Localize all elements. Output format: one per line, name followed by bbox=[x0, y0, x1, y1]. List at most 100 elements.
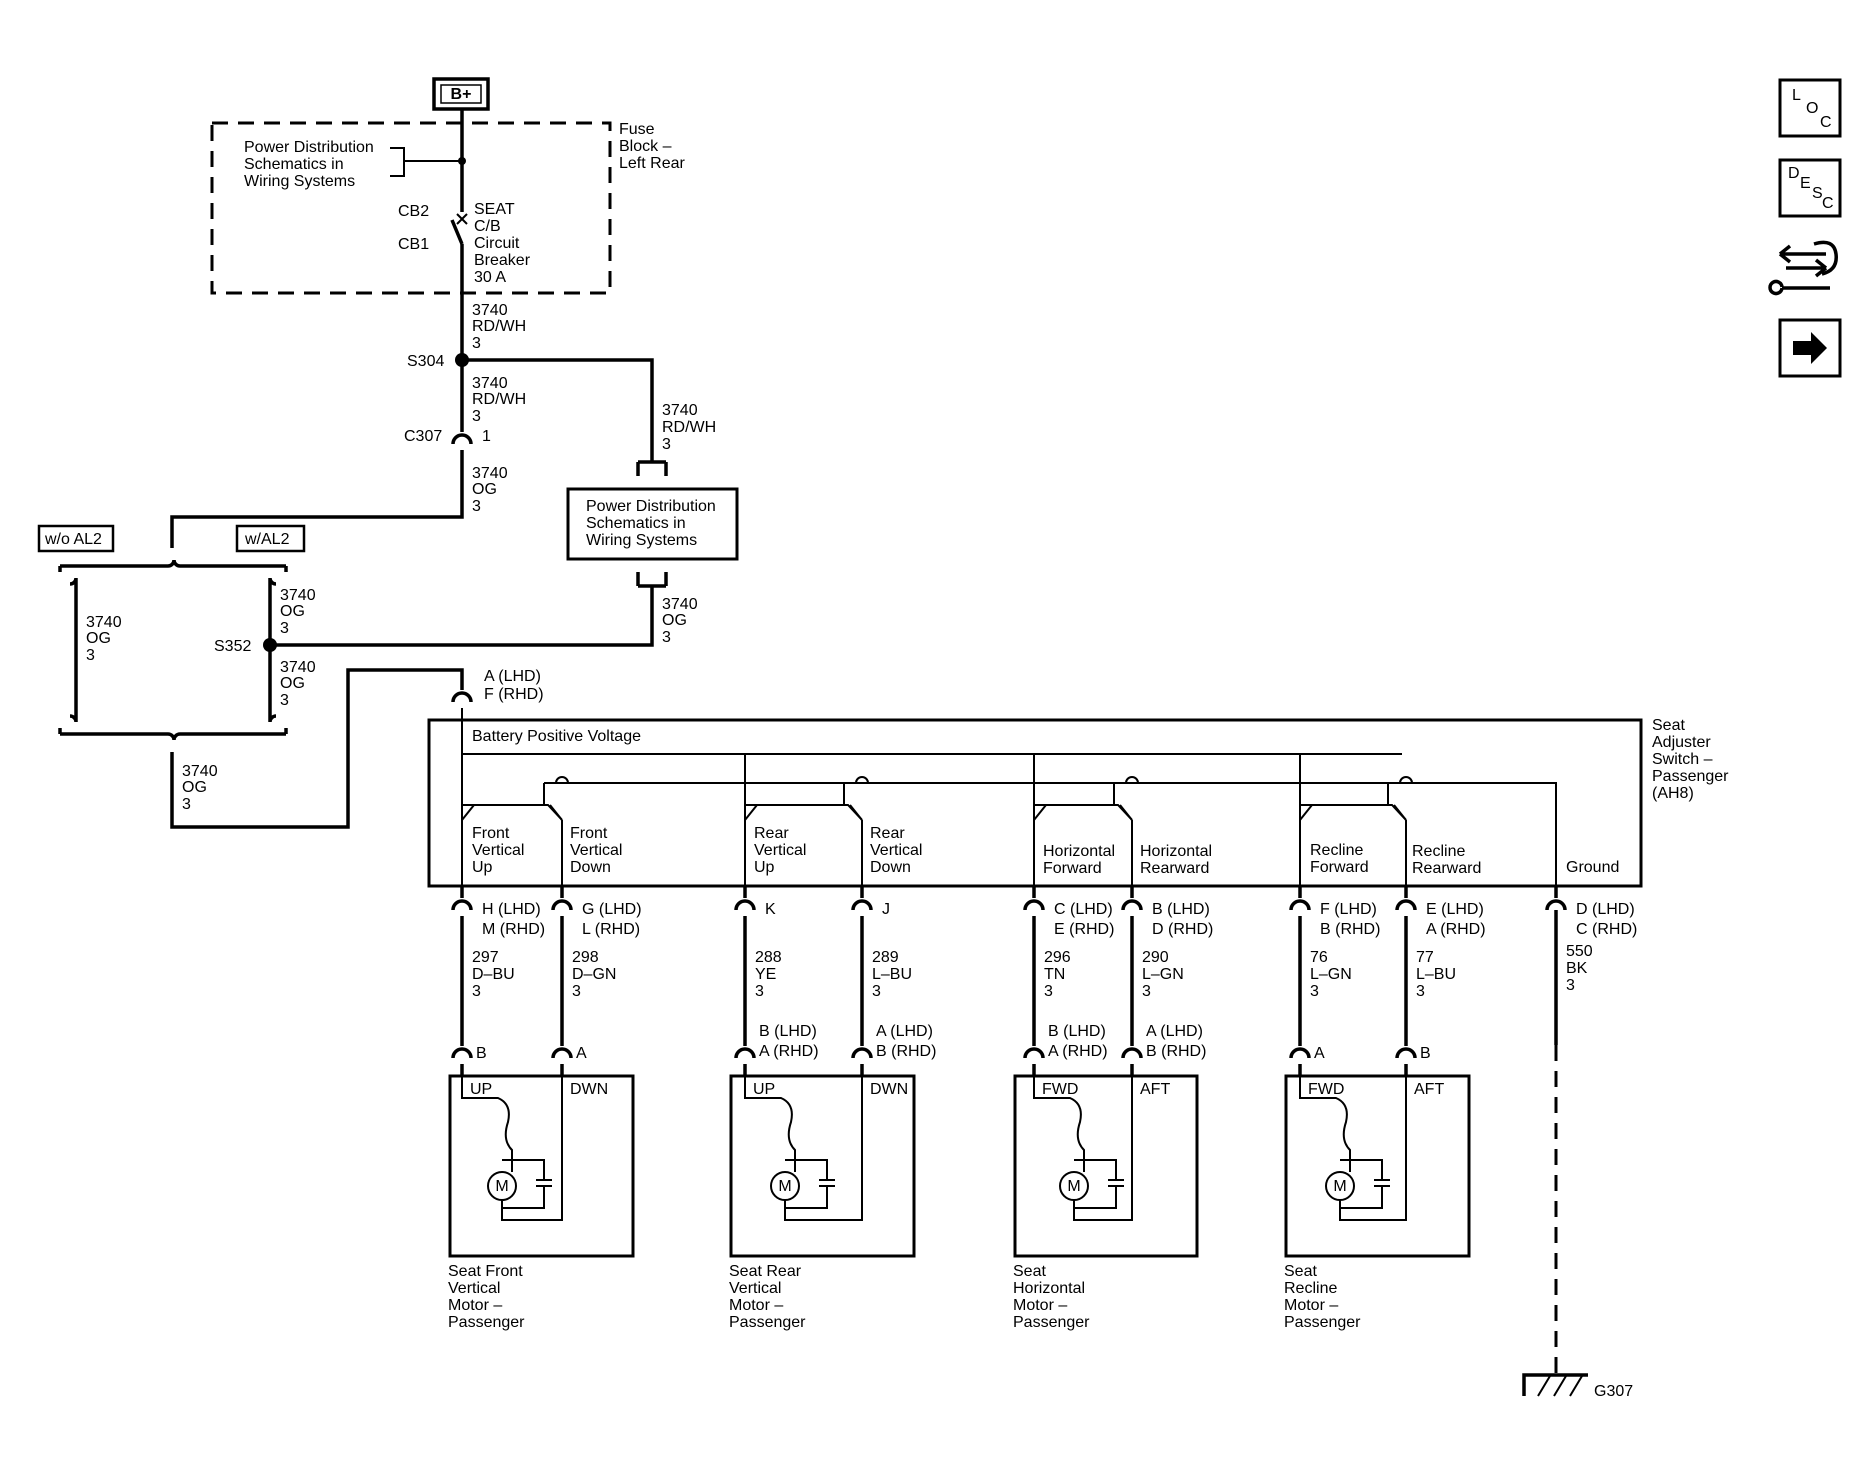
svg-text:Vertical: Vertical bbox=[570, 842, 622, 859]
svg-text:TN: TN bbox=[1044, 966, 1065, 983]
svg-text:3: 3 bbox=[472, 335, 481, 352]
svg-text:A: A bbox=[1314, 1045, 1325, 1062]
connector-tool-icon[interactable] bbox=[1768, 240, 1838, 296]
svg-text:Rearward: Rearward bbox=[1140, 860, 1209, 877]
svg-text:C (RHD): C (RHD) bbox=[1576, 921, 1637, 938]
svg-text:B (LHD): B (LHD) bbox=[1152, 901, 1210, 918]
motor-pin-1: B bbox=[451, 1045, 487, 1076]
description-button[interactable]: D E S C bbox=[1778, 158, 1842, 218]
svg-text:M: M bbox=[1333, 1178, 1346, 1195]
svg-text:Horizontal: Horizontal bbox=[1043, 843, 1115, 860]
switch-contact-pair-1 bbox=[461, 754, 569, 886]
svg-text:Horizontal: Horizontal bbox=[1013, 1280, 1085, 1297]
svg-text:F (LHD): F (LHD) bbox=[1320, 901, 1377, 918]
option-w-al2: w/AL2 bbox=[244, 531, 290, 548]
motor-pin-6: A (LHD)B (RHD) bbox=[1121, 1023, 1206, 1076]
svg-text:Passenger: Passenger bbox=[448, 1314, 525, 1331]
svg-text:Ground: Ground bbox=[1566, 859, 1619, 876]
svg-text:296: 296 bbox=[1044, 949, 1071, 966]
svg-text:A (RHD): A (RHD) bbox=[759, 1043, 819, 1060]
svg-text:3740: 3740 bbox=[86, 614, 122, 631]
svg-text:297: 297 bbox=[472, 949, 499, 966]
switch-output-pin-6: B (LHD)D (RHD) bbox=[1121, 886, 1213, 938]
pd-schematics-box[interactable] bbox=[566, 487, 739, 561]
svg-text:C/B: C/B bbox=[474, 218, 501, 235]
svg-text:Forward: Forward bbox=[1043, 860, 1102, 877]
splice-s352-label: S352 bbox=[214, 638, 251, 655]
switch-output-pin-5: C (LHD)E (RHD) bbox=[1023, 886, 1114, 938]
connector-c307-pin: 1 bbox=[482, 428, 491, 445]
motor-icon: M bbox=[1325, 1171, 1355, 1201]
svg-text:Horizontal: Horizontal bbox=[1140, 843, 1212, 860]
svg-text:A (LHD): A (LHD) bbox=[876, 1023, 933, 1040]
svg-text:Recline: Recline bbox=[1310, 842, 1363, 859]
svg-text:OG: OG bbox=[182, 779, 207, 796]
svg-text:OG: OG bbox=[662, 612, 687, 629]
fuse-block-pd-reference[interactable]: Power Distribution Schematics in Wiring … bbox=[244, 139, 462, 190]
wire-label-3740-og-s352-bot: 3740 OG 3 bbox=[280, 659, 316, 709]
motor-pin-7: A bbox=[1289, 1045, 1325, 1076]
svg-text:3: 3 bbox=[1416, 983, 1425, 1000]
svg-text:Schematics in: Schematics in bbox=[244, 156, 344, 173]
svg-text:Passenger: Passenger bbox=[1013, 1314, 1090, 1331]
svg-text:3740: 3740 bbox=[280, 587, 316, 604]
connector-c307 bbox=[170, 433, 473, 548]
switch-output-pin-2: G (LHD)L (RHD) bbox=[551, 886, 642, 938]
fuse-block-outline bbox=[210, 121, 612, 295]
next-page-button[interactable] bbox=[1778, 318, 1842, 378]
svg-text:3740: 3740 bbox=[662, 596, 698, 613]
svg-text:3: 3 bbox=[1142, 983, 1151, 1000]
option-w-al2-box bbox=[235, 524, 306, 553]
motor-terminal-right: AFT bbox=[1414, 1081, 1444, 1098]
motor-pin-5: B (LHD)A (RHD) bbox=[1023, 1023, 1108, 1076]
option-bracket-top bbox=[60, 559, 286, 568]
ground-g307-label: G307 bbox=[1594, 1383, 1633, 1400]
svg-text:Motor –: Motor – bbox=[1013, 1297, 1067, 1314]
circuit-breaker: SEAT C/B Circuit Breaker 30 A bbox=[450, 109, 531, 360]
cb2-label: CB2 bbox=[398, 203, 429, 220]
switch-input-pin-label: A (LHD) F (RHD) bbox=[484, 668, 544, 703]
motor-pin-8: B bbox=[1395, 1045, 1431, 1076]
option-wo-al2: w/o AL2 bbox=[44, 531, 102, 548]
svg-text:OG: OG bbox=[280, 675, 305, 692]
svg-text:D–BU: D–BU bbox=[472, 966, 515, 983]
svg-text:Seat: Seat bbox=[1652, 717, 1685, 734]
svg-text:SEAT: SEAT bbox=[474, 201, 515, 218]
svg-text:M (RHD): M (RHD) bbox=[482, 921, 545, 938]
svg-text:550: 550 bbox=[1566, 943, 1593, 960]
svg-text:Schematics in: Schematics in bbox=[586, 515, 686, 532]
svg-text:L (RHD): L (RHD) bbox=[582, 921, 640, 938]
option-bracket-bottom bbox=[60, 732, 286, 741]
svg-text:3: 3 bbox=[472, 498, 481, 515]
svg-text:L–BU: L–BU bbox=[872, 966, 912, 983]
svg-text:(AH8): (AH8) bbox=[1652, 785, 1694, 802]
svg-text:Left Rear: Left Rear bbox=[619, 155, 685, 172]
svg-text:290: 290 bbox=[1142, 949, 1169, 966]
svg-text:C: C bbox=[1822, 195, 1834, 212]
svg-text:Up: Up bbox=[472, 859, 493, 876]
svg-text:OG: OG bbox=[472, 481, 497, 498]
svg-text:3: 3 bbox=[1310, 983, 1319, 1000]
svg-text:Down: Down bbox=[870, 859, 911, 876]
svg-text:Block –: Block – bbox=[619, 138, 672, 155]
circuit-wire-8: 77L–BU3 bbox=[1404, 916, 1456, 1046]
switch-output-pin-8: E (LHD)A (RHD) bbox=[1395, 886, 1486, 938]
svg-text:S: S bbox=[1812, 185, 1823, 202]
location-button[interactable]: L O C bbox=[1778, 78, 1842, 138]
wire-label-3740-og-left: 3740 OG 3 bbox=[86, 614, 122, 664]
svg-text:3740: 3740 bbox=[472, 375, 508, 392]
svg-text:298: 298 bbox=[572, 949, 599, 966]
svg-text:Circuit: Circuit bbox=[474, 235, 520, 252]
svg-text:Rear: Rear bbox=[754, 825, 789, 842]
svg-text:Front: Front bbox=[570, 825, 608, 842]
